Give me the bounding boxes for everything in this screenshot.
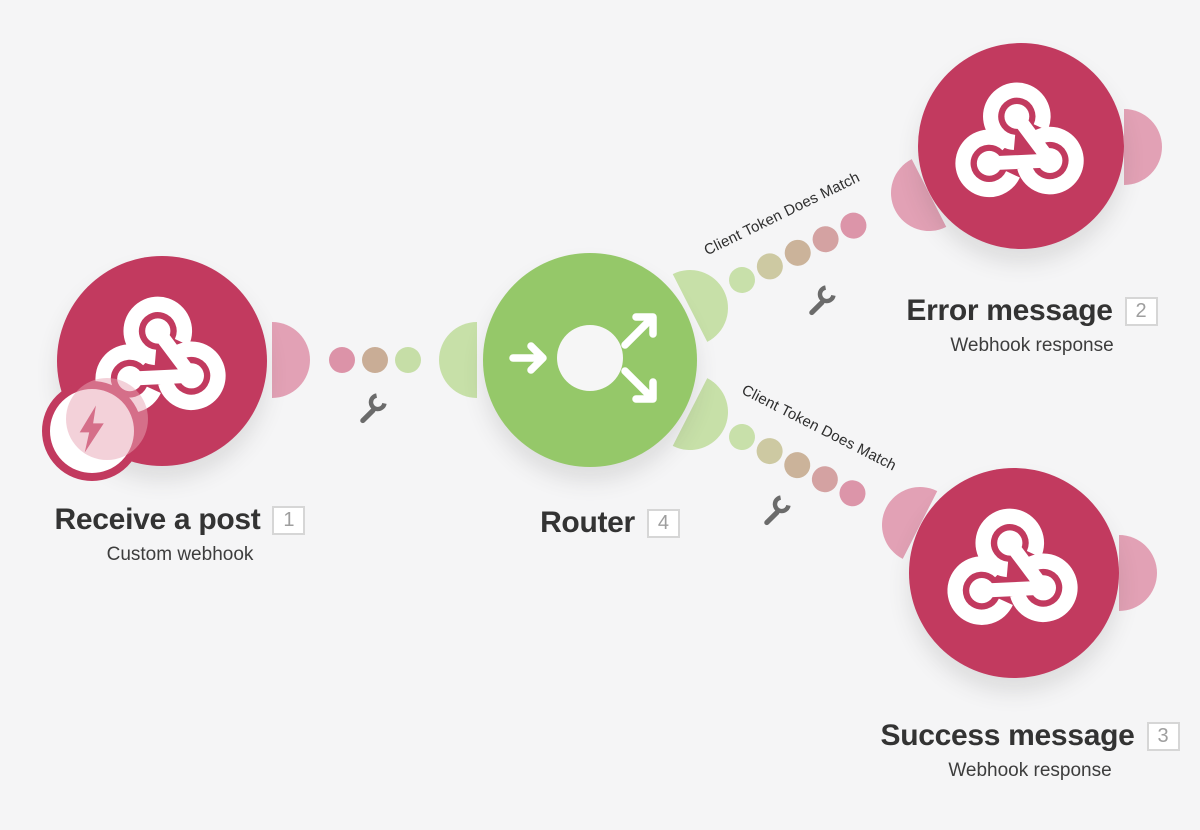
node-label-block: Router 4	[400, 506, 820, 540]
node-label-block: Receive a post 1 Custom webhook	[0, 503, 390, 566]
node-title: Receive a post	[54, 503, 261, 536]
node-subtitle: Webhook response	[948, 760, 1112, 781]
output-port	[272, 322, 310, 398]
order-badge: 3	[1146, 722, 1180, 751]
node-subtitle: Custom webhook	[106, 544, 254, 565]
node-label-block: Success message 3 Webhook response	[820, 719, 1200, 782]
lightning-bolt-icon	[64, 401, 120, 462]
wrench-icon[interactable]	[356, 390, 390, 424]
node-subtitle: Webhook response	[950, 335, 1114, 356]
output-port	[1119, 535, 1157, 611]
wrench-icon[interactable]	[805, 282, 839, 316]
webhook-icon	[952, 75, 1090, 218]
node-title: Error message	[906, 294, 1113, 327]
order-badge: 4	[646, 509, 680, 538]
node-title: Success message	[880, 719, 1135, 752]
node-title: Router	[540, 506, 635, 539]
order-badge: 1	[272, 506, 306, 535]
router-arrows-icon	[483, 251, 697, 470]
instant-trigger-badge	[42, 381, 142, 481]
wrench-icon[interactable]	[760, 492, 794, 526]
module-receive-a-post[interactable]	[57, 256, 267, 466]
module-success-message[interactable]	[909, 468, 1119, 678]
node-label-block: Error message 2 Webhook response	[822, 294, 1200, 357]
input-port	[439, 322, 477, 398]
output-port	[1124, 109, 1162, 185]
module-error-message[interactable]	[918, 43, 1124, 249]
order-badge: 2	[1124, 297, 1158, 326]
webhook-icon	[944, 501, 1084, 646]
connection-dots	[329, 347, 421, 373]
module-router[interactable]	[483, 253, 697, 467]
